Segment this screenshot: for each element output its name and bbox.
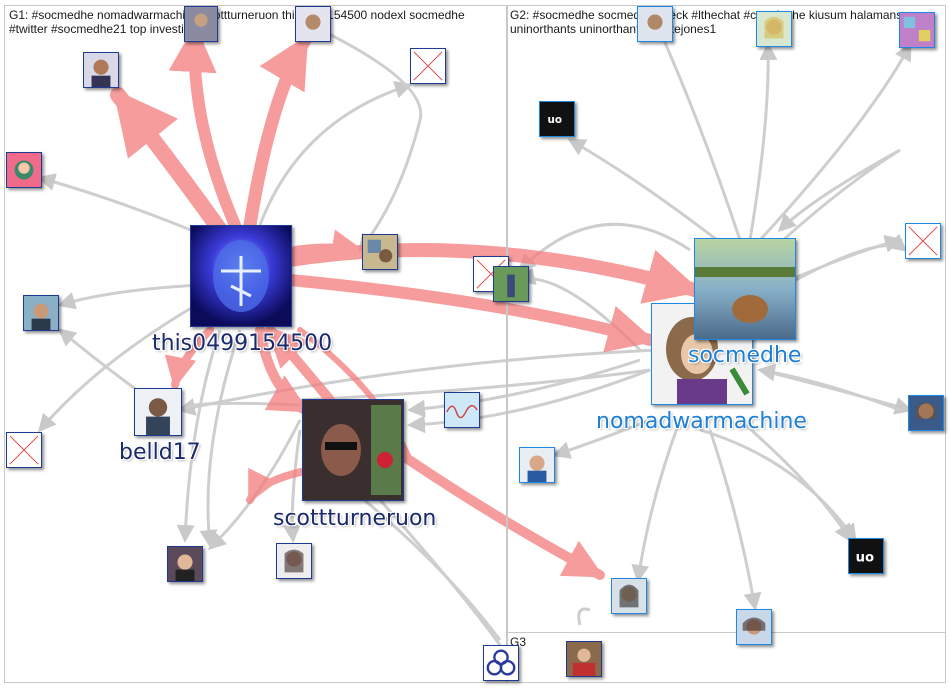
node-avatar-cartoon[interactable] xyxy=(6,152,42,188)
node-avatar-room[interactable] xyxy=(362,234,398,270)
node-avatar-bottom-2[interactable] xyxy=(276,543,312,579)
node-broken-image-top[interactable] xyxy=(410,48,446,84)
group-title-g2: G2: #socmedhe socmedhe check #lthechat #… xyxy=(510,8,920,36)
node-avatar-woman-top[interactable] xyxy=(83,52,119,88)
node-g3-avatar[interactable] xyxy=(566,641,602,677)
node-uon-logo-bottom[interactable]: uo xyxy=(848,538,884,574)
node-label-nomadwarmachine: nomadwarmachine xyxy=(596,409,807,434)
svg-text:uo: uo xyxy=(856,551,875,566)
node-uon-logo-top[interactable]: uo xyxy=(539,101,575,137)
group-title-g1: G1: #socmedhe nomadwarmachine scottturne… xyxy=(9,8,465,36)
node-socmedhe-avatar[interactable] xyxy=(694,238,796,340)
node-label-belld17: belld17 xyxy=(119,440,201,465)
node-avatar-g2-top-3[interactable] xyxy=(899,12,935,48)
node-avatar-top-2[interactable] xyxy=(295,6,331,42)
node-belld17-avatar[interactable] xyxy=(134,388,182,436)
node-avatar-man-left[interactable] xyxy=(23,295,59,331)
node-scottturneruon-avatar[interactable] xyxy=(302,399,404,501)
node-label-this0499154500: this0499154500 xyxy=(152,331,333,356)
node-avatar-outdoor[interactable] xyxy=(493,266,529,302)
node-this0499154500-avatar[interactable] xyxy=(190,225,292,327)
node-label-socmedhe: socmedhe xyxy=(688,343,802,368)
node-broken-image-right[interactable] xyxy=(905,223,941,259)
node-broken-image-left[interactable] xyxy=(6,432,42,468)
node-avatar-top-1[interactable] xyxy=(184,6,218,42)
node-avatar-g2-top-2[interactable] xyxy=(756,11,792,47)
light-edges xyxy=(37,17,913,646)
node-avatar-bottom-1[interactable] xyxy=(167,546,203,582)
group-panel-g1 xyxy=(4,5,508,683)
node-avatar-g2-bottom-2[interactable] xyxy=(736,609,772,645)
svg-text:uo: uo xyxy=(548,114,563,126)
node-avatar-g2-top-1[interactable] xyxy=(637,6,673,42)
node-avatar-g2-man[interactable] xyxy=(519,447,555,483)
node-g3-logo[interactable] xyxy=(483,645,519,681)
node-avatar-g2-right[interactable] xyxy=(908,395,944,431)
node-avatar-wave-chart[interactable] xyxy=(444,392,480,428)
node-label-scottturneruon: scottturneruon xyxy=(273,506,437,531)
node-avatar-g2-bottom-1[interactable] xyxy=(611,578,647,614)
